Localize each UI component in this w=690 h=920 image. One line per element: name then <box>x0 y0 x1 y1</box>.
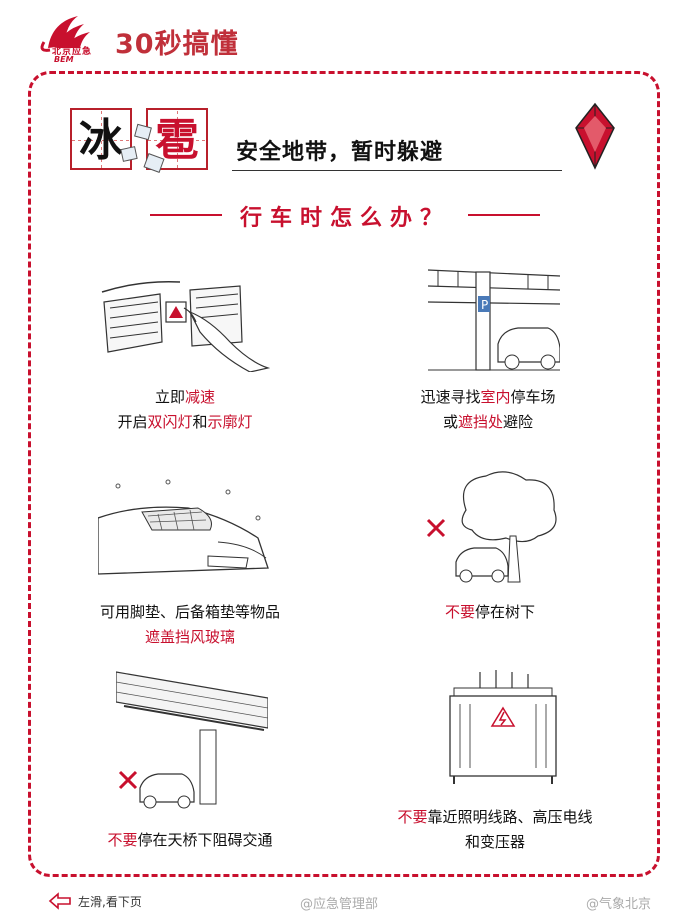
tip-caption-3: 可用脚垫、后备箱垫等物品 遮盖挡风玻璃 <box>60 600 320 650</box>
beijing-emergency-logo <box>40 16 90 52</box>
subtitle-underline <box>232 170 562 171</box>
tip-5-line-1: 不要停在天桥下阻碍交通 <box>107 831 273 849</box>
swipe-hint[interactable]: 左滑,看下页 <box>78 895 142 909</box>
tip-2-line-2: 或遮挡处避险 <box>442 413 534 431</box>
logo-sub: BEM <box>54 55 74 64</box>
parking-sign-text: P <box>481 298 488 312</box>
title-box-bing: 冰 <box>70 108 132 170</box>
cross-mark-icon <box>426 518 446 538</box>
tip-caption-2: 迅速寻找室内停车场 或遮挡处避险 <box>368 385 608 435</box>
header: 北京应急 BEM 30秒搞懂 <box>0 0 690 70</box>
tip-4-line-1: 不要停在树下 <box>444 603 536 621</box>
tip-caption-1: 立即减速 开启双闪灯和示廓灯 <box>60 385 310 435</box>
section-title: 行车时怎么办？ <box>239 206 450 231</box>
tip-caption-5: 不要停在天桥下阻碍交通 <box>60 828 320 853</box>
indoor-parking-illustration: P <box>428 269 560 371</box>
tip-caption-6: 不要靠近照明线路、高压电线 和变压器 <box>370 805 620 855</box>
car-under-tree-illustration <box>426 471 557 583</box>
cross-mark-icon <box>118 770 138 790</box>
hazard-light-illustration <box>101 280 270 372</box>
tip-1-line-1: 立即减速 <box>154 388 216 406</box>
watermark-mem: @应急管理部 <box>300 897 379 912</box>
tip-2-line-1: 迅速寻找室内停车场 <box>420 388 556 406</box>
tip-3-line-2: 遮盖挡风玻璃 <box>144 628 235 646</box>
logo-text: 北京应急 <box>52 47 93 57</box>
title-char-bao: 雹 <box>155 115 199 166</box>
section-line-left <box>150 214 222 216</box>
tip-1-line-2: 开启双闪灯和示廓灯 <box>117 413 253 431</box>
transformer-illustration <box>449 670 557 784</box>
kite-icon <box>575 102 615 170</box>
tip-6-line-1: 不要靠近照明线路、高压电线 <box>397 808 593 826</box>
windshield-cover-illustration <box>98 479 269 575</box>
swipe-left-icon[interactable] <box>48 892 72 910</box>
tip-6-line-2: 和变压器 <box>464 833 525 851</box>
watermark-weather: @气象北京 <box>586 897 652 912</box>
page-title: 30秒搞懂 <box>115 29 239 60</box>
high-voltage-icon <box>498 711 507 726</box>
title-char-bing: 冰 <box>79 115 123 166</box>
section-line-right <box>468 214 540 216</box>
content-frame <box>28 71 660 877</box>
tip-3-line-1: 可用脚垫、后备箱垫等物品 <box>99 603 280 621</box>
banner-subtitle: 安全地带，暂时躲避 <box>236 140 444 165</box>
car-under-overpass-illustration <box>116 671 268 809</box>
tip-caption-4: 不要停在树下 <box>380 600 600 625</box>
hailstone-icon <box>120 123 165 173</box>
